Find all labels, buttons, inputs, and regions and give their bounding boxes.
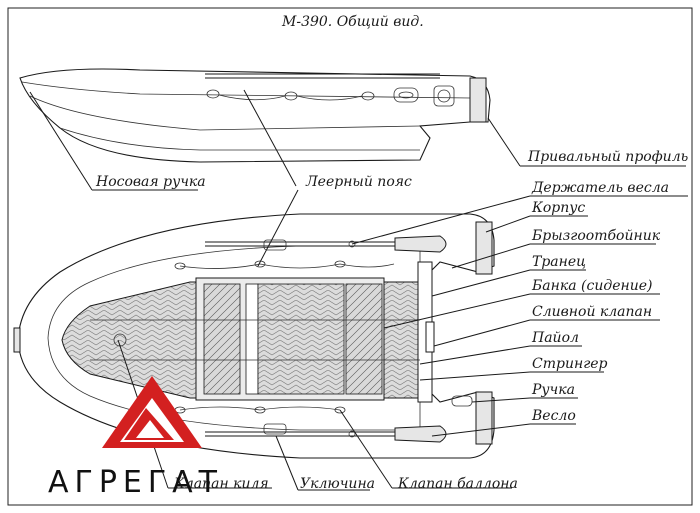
label-derzhatel-vesla: Держатель весла	[531, 180, 669, 196]
label-klapan-kilya: Клапан киля	[173, 476, 269, 492]
diagram-frame	[7, 7, 693, 506]
labels: Привальный профиль Носовая ручка Леерный…	[95, 149, 688, 492]
label-banka: Банка (сидение)	[531, 278, 652, 294]
label-klapan-ballona: Клапан баллона	[397, 476, 518, 492]
top-view	[13, 213, 495, 459]
diagram-title: М-390. Общий вид.	[281, 14, 424, 30]
label-tranets: Транец	[532, 254, 586, 270]
logo-triangle-icon	[102, 376, 202, 448]
label-nosovaya-ruchka: Носовая ручка	[95, 174, 206, 190]
label-stringer: Стрингер	[532, 356, 608, 372]
leader-lines	[29, 89, 688, 491]
label-privalny-profil: Привальный профиль	[527, 149, 688, 165]
label-ruchka: Ручка	[531, 382, 575, 398]
label-bryzgootboynik: Брызгоотбойник	[531, 228, 661, 244]
agregat-logo: АГРЕГАТ	[48, 376, 223, 500]
label-slivnoy-klapan: Сливной клапан	[532, 304, 652, 320]
label-uklyuchina: Уключина	[300, 476, 375, 492]
label-leerny-poyas: Леерный пояс	[305, 174, 412, 190]
label-payol: Пайол	[531, 330, 579, 346]
side-view	[19, 68, 491, 163]
label-veslo: Весло	[531, 408, 576, 424]
label-korpus: Корпус	[531, 200, 585, 216]
logo-text: АГРЕГАТ	[48, 465, 223, 500]
